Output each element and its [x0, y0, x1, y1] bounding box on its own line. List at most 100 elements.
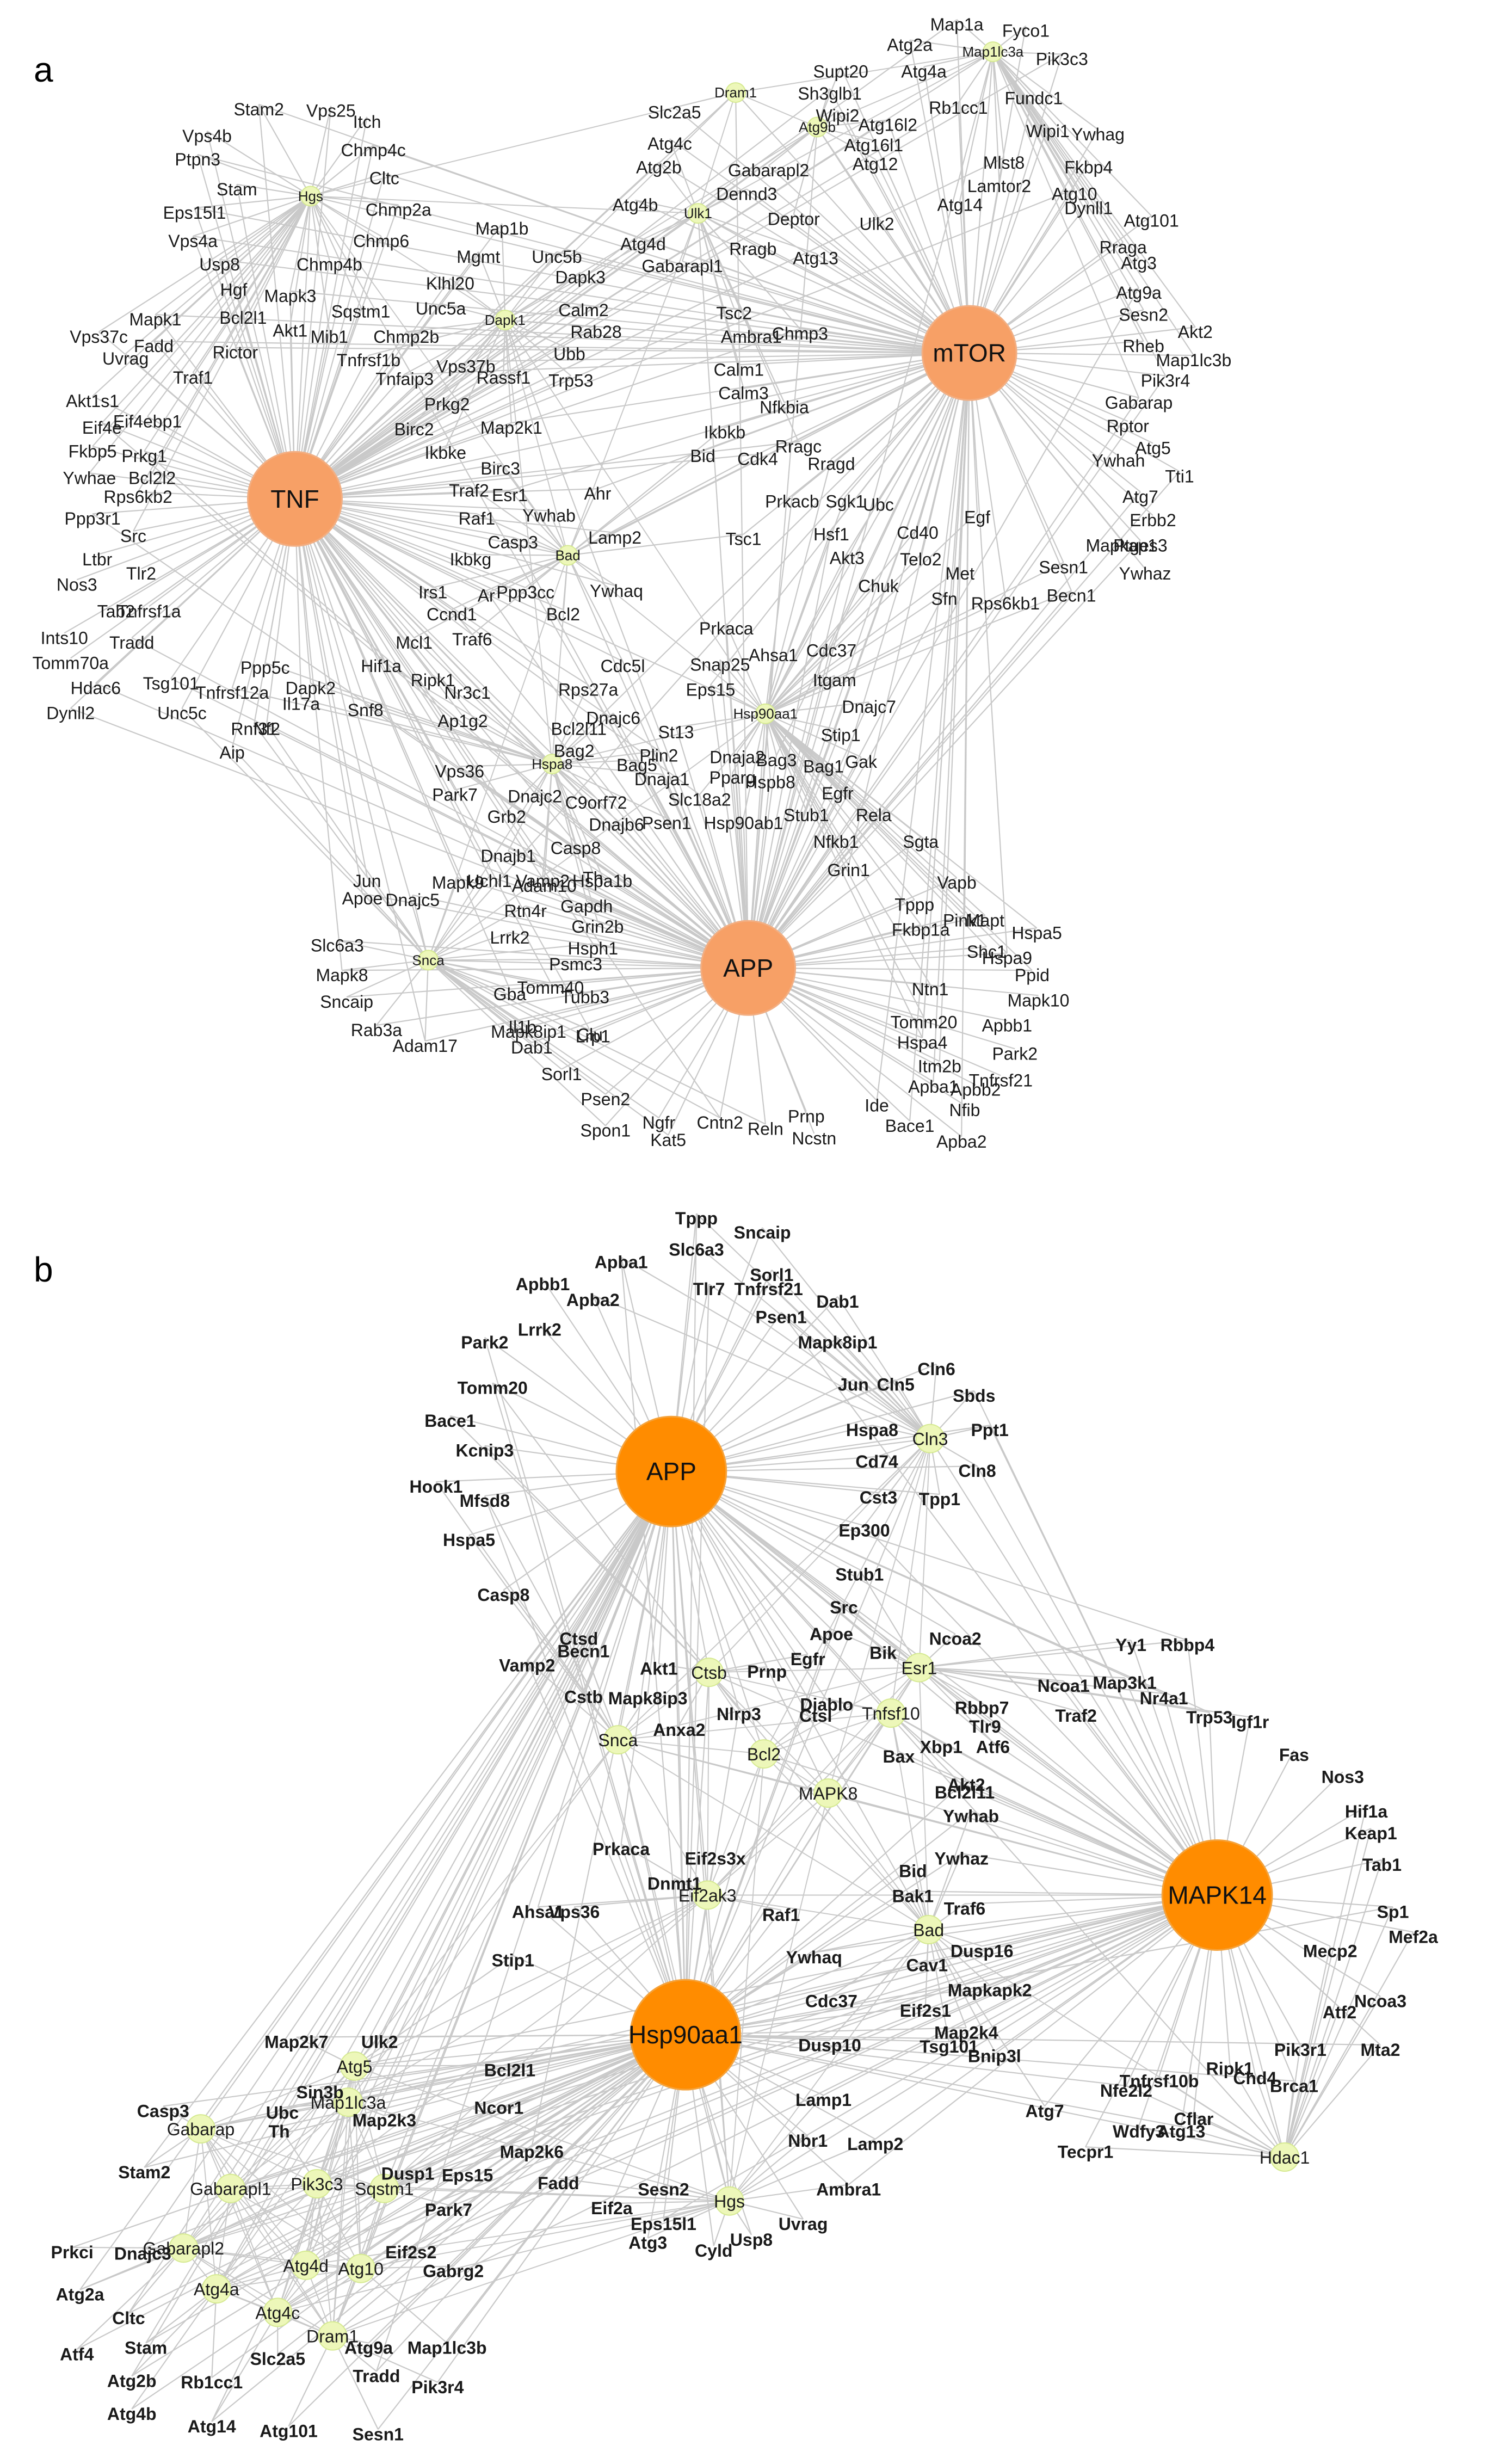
node-atg4a-label: Atg4a	[194, 2280, 239, 2299]
edge	[617, 1739, 730, 2201]
edge	[492, 1382, 709, 1673]
edge	[230, 2066, 355, 2189]
edge	[362, 892, 749, 969]
node-sp1-label: Sp1	[1377, 1902, 1409, 1921]
node-nr3c1-label: Nr3c1	[444, 683, 490, 703]
edge	[618, 1438, 931, 1740]
edge	[1229, 2063, 1286, 2158]
edge	[404, 352, 970, 375]
node-hdac1-circle	[1270, 2142, 1300, 2172]
node-eif2ak3-circle	[693, 1880, 723, 1910]
node-cln5-label: Cln5	[877, 1375, 914, 1395]
node-ulk2-label: Ulk2	[860, 214, 894, 233]
node-cstb-label: Cstb	[564, 1687, 603, 1707]
edge	[531, 1471, 672, 2147]
edge	[765, 713, 1038, 929]
hub-tnf-label: TNF	[270, 485, 319, 513]
edge	[828, 1792, 1218, 1896]
node-trp53-label: Trp53	[1186, 1708, 1232, 1727]
edge	[1284, 1946, 1331, 2158]
edge	[685, 1779, 967, 2035]
edge	[578, 723, 749, 969]
node-unc5b-label: Unc5b	[532, 247, 582, 267]
edge	[230, 2188, 306, 2266]
edge	[163, 2034, 686, 2107]
node-ikbkb-label: Ikbkb	[704, 423, 745, 442]
node-itm2b-label: Itm2b	[918, 1056, 961, 1076]
node-bag3-label: Bag3	[756, 750, 797, 770]
edge	[765, 562, 1064, 714]
node-stam2-label: Stam2	[118, 2163, 170, 2182]
node-hsp90aa1-label: Hsp90aa1	[733, 706, 798, 722]
edge	[504, 319, 749, 969]
edge	[294, 498, 617, 587]
node-mapk8ip3-label: Mapk8ip3	[608, 1689, 688, 1708]
node-ubc-label: Ubc	[266, 2103, 299, 2122]
node-mapk9-label: Mapk9	[432, 873, 484, 892]
node-prnp-label: Prnp	[747, 1662, 787, 1681]
edge	[992, 51, 1062, 55]
edge	[583, 304, 970, 354]
node-ntn1-label: Ntn1	[912, 980, 949, 999]
node-rragb-label: Rragb	[729, 239, 776, 258]
node-ncoa3-label: Ncoa3	[1354, 1992, 1406, 2011]
edge	[332, 2336, 379, 2430]
edge	[428, 763, 553, 960]
node-th-label: Th	[269, 2122, 290, 2141]
edge	[235, 195, 311, 348]
node-rragc-label: Rragc	[775, 437, 822, 457]
edge	[294, 251, 558, 500]
node-ahr-label: Ahr	[584, 484, 611, 503]
edge	[762, 1227, 931, 1439]
edge	[216, 2102, 349, 2289]
node-stam-label: Stam	[125, 2338, 167, 2358]
node-stam2-label: Stam2	[233, 100, 283, 119]
node-nos3-label: Nos3	[57, 575, 97, 594]
edge	[428, 959, 562, 1070]
edge	[670, 1471, 829, 1794]
node-casp8-label: Casp8	[477, 1585, 529, 1605]
edge	[384, 1471, 672, 2189]
edge	[414, 637, 749, 969]
node-ppp3r1-label: Ppp3r1	[64, 509, 120, 528]
node-dapk1-label: Dapk1	[485, 312, 526, 328]
node-ywhae-label: Ywhae	[63, 468, 116, 488]
edge	[765, 713, 862, 758]
node-map1lc3a-circle	[982, 41, 1003, 63]
node-eif2a-label: Eif2a	[591, 2198, 633, 2218]
node-ahsa1-label: Ahsa1	[512, 1902, 564, 1921]
node-ints10-label: Ints10	[41, 628, 88, 648]
node-pik3r4-label: Pik3r4	[411, 2377, 464, 2397]
edge	[294, 19, 958, 500]
node-map2k7-label: Map2k7	[264, 2032, 328, 2052]
edge	[230, 1471, 672, 2189]
edge	[961, 353, 970, 1137]
edge	[294, 327, 597, 500]
hub-mtor-label: mTOR	[933, 339, 1006, 367]
edge	[459, 763, 552, 767]
node-th-label: Th	[583, 868, 603, 888]
edge	[593, 1294, 930, 1439]
node-aip-label: Aip	[220, 743, 245, 762]
edge	[729, 2138, 876, 2202]
node-cav1-label: Cav1	[906, 1955, 948, 1975]
edge	[748, 529, 832, 968]
node-hgf-label: Hgf	[220, 280, 248, 299]
node-bcl2l11-label: Bcl2l11	[935, 1783, 995, 1802]
edge	[765, 713, 1033, 971]
node-snca-circle	[418, 950, 439, 971]
node-calm1-label: Calm1	[714, 360, 764, 379]
edge	[552, 759, 637, 765]
node-apoe-label: Apoe	[810, 1624, 853, 1644]
edge	[928, 1929, 1285, 2158]
edge	[735, 92, 970, 354]
node-nos3-label: Nos3	[1322, 1767, 1364, 1787]
node-atg13-label: Atg13	[793, 249, 838, 268]
node-bcl2l1-label: Bcl2l1	[219, 308, 267, 328]
edge	[354, 1894, 708, 2067]
node-atg13-label: Atg13	[1157, 2122, 1205, 2141]
node-bcl2-circle	[749, 1739, 779, 1769]
node-bcl2l1-label: Bcl2l1	[484, 2060, 535, 2080]
node-atf4-label: Atf4	[60, 2344, 94, 2364]
edge	[310, 116, 368, 197]
